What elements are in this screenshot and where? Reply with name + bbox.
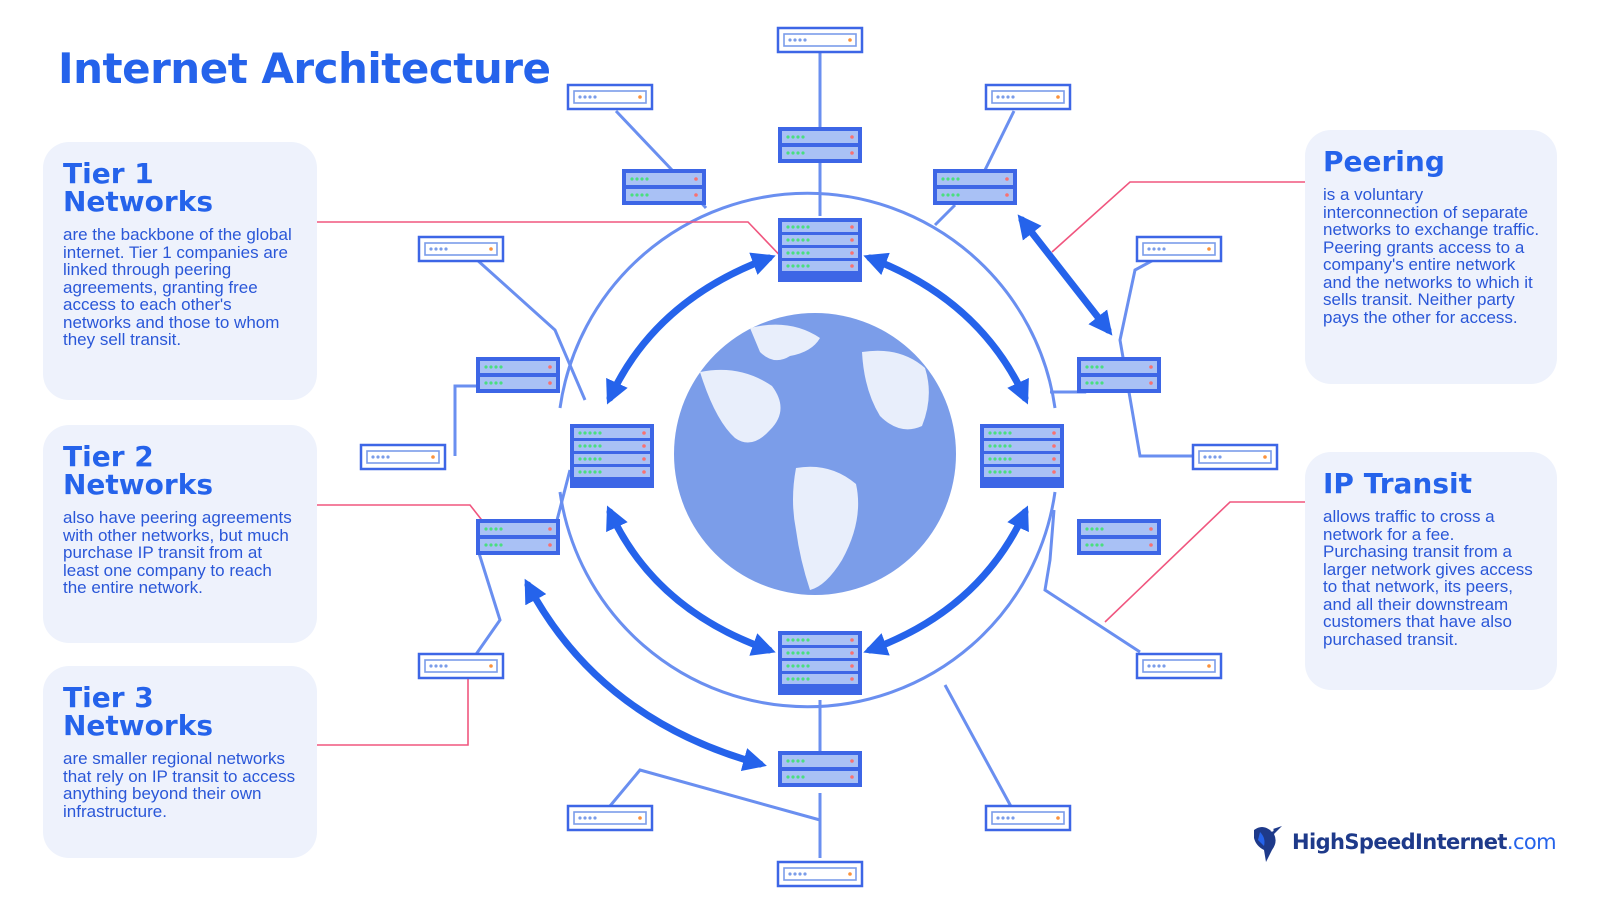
tier2-server (778, 127, 862, 163)
tier1-server-bottom (778, 631, 862, 695)
tier2-server (622, 169, 706, 205)
card-peering: Peering is a voluntary interconnection o… (1305, 130, 1557, 384)
tier3-server (1135, 235, 1223, 263)
tier2-server (1077, 519, 1161, 555)
globe-icon (674, 313, 956, 595)
tier3-server (566, 804, 654, 832)
tier3-server (566, 83, 654, 111)
card-body: are smaller regional networks that rely … (63, 749, 296, 821)
tier3-server (984, 83, 1072, 111)
tier2-server (933, 169, 1017, 205)
tier2-server (476, 519, 560, 555)
card-title: IP Transit (1323, 467, 1472, 500)
page-title: Internet Architecture (58, 44, 551, 93)
tier3-server (1135, 652, 1223, 680)
card-ip-transit: IP Transit allows traffic to cross a net… (1305, 452, 1557, 690)
tier2-server (476, 357, 560, 393)
tier1-server-top (778, 218, 862, 282)
tier3-server (417, 235, 505, 263)
tier3-server (776, 26, 864, 54)
tier1-server-right (980, 424, 1064, 488)
tier3-server (417, 652, 505, 680)
tier3-server (984, 804, 1072, 832)
logo-text: HighSpeedInternet.com (1292, 830, 1557, 854)
tier2-server (778, 751, 862, 787)
brand-logo[interactable]: HighSpeedInternet.com (1248, 816, 1568, 866)
tier2-server (1077, 357, 1161, 393)
hummingbird-icon (1254, 826, 1282, 862)
tier1-server-left (570, 424, 654, 488)
leader-lines (317, 181, 1305, 746)
card-body: is a voluntary interconnection of separa… (1323, 185, 1540, 327)
peering-arrows (524, 214, 1113, 772)
card-title: Peering (1323, 145, 1445, 178)
tier3-server (1191, 443, 1279, 471)
tier3-server (359, 443, 447, 471)
card-body: are the backbone of the global internet.… (63, 225, 292, 349)
card-body: also have peering agreements with other … (63, 508, 292, 597)
card-body: allows traffic to cross a network for a … (1323, 507, 1533, 649)
tier3-server (776, 860, 864, 888)
